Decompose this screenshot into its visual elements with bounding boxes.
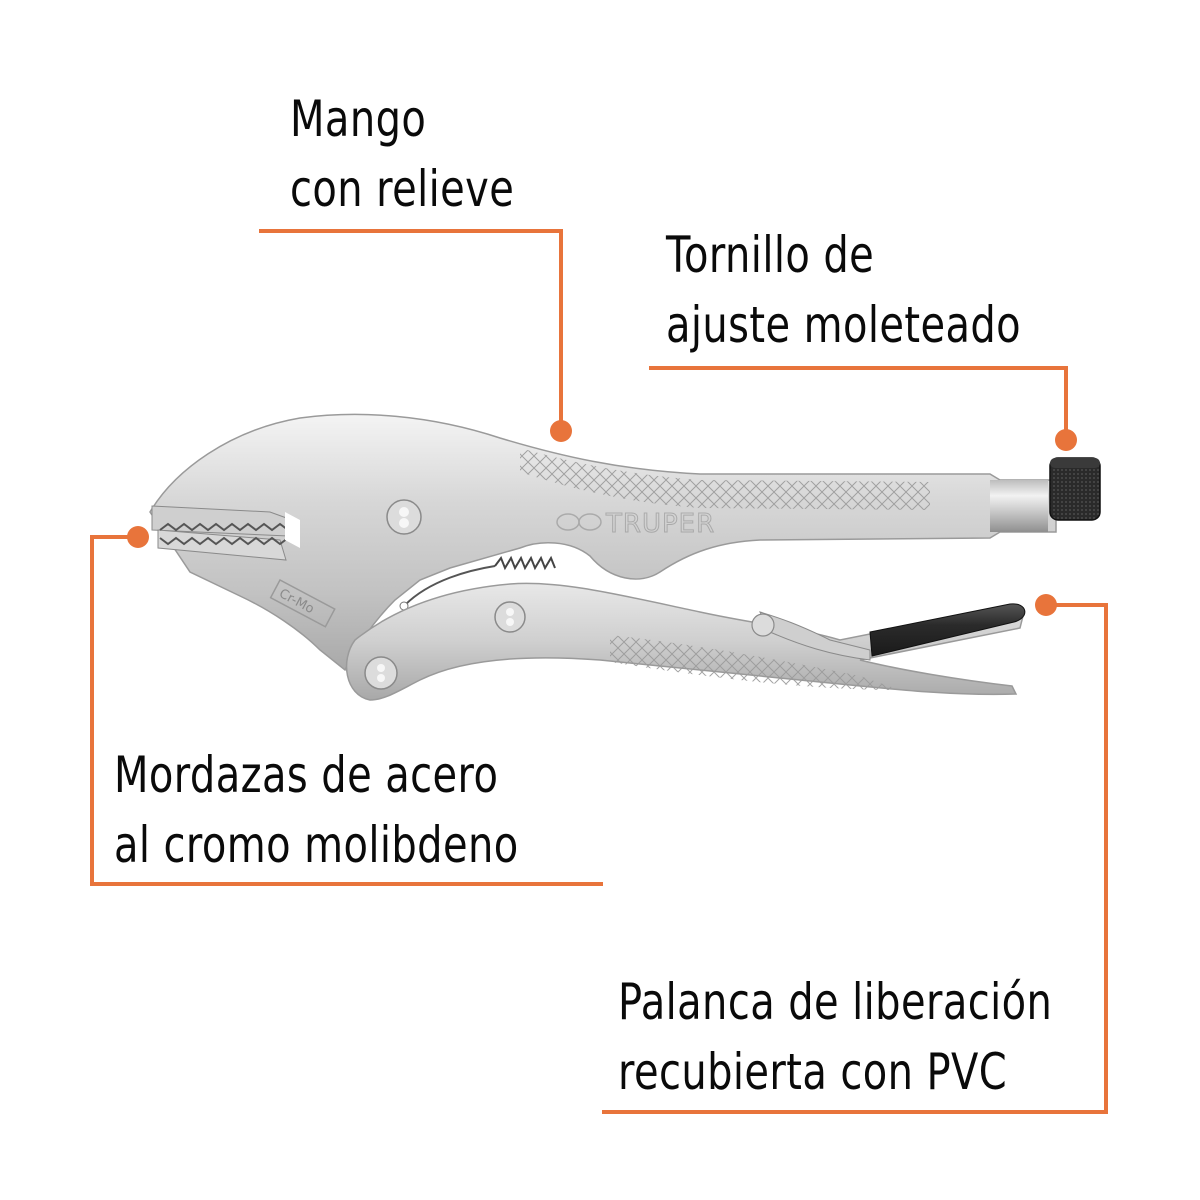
callout-dot-tornillo [1055,429,1077,451]
leader-dots [127,420,1077,616]
svg-text:TRUPER: TRUPER [605,509,715,539]
callout-line: ajuste moleteado [666,296,1022,354]
callout-line: Palanca de liberación [618,973,1053,1031]
release-lever [759,603,1026,661]
callout-dot-mordazas [127,526,149,548]
callout-line: Mordazas de acero [114,746,499,804]
callout-label-palanca: Palanca de liberación recubierta con PVC [618,967,1052,1107]
callout-dot-palanca [1035,594,1057,616]
adjustment-screw-icon [1049,457,1101,521]
callout-label-tornillo: Tornillo de ajuste moleteado [666,220,1021,360]
adjustment-tube [990,480,1048,532]
callout-label-mango: Mango con relieve [290,84,514,224]
spring [399,555,556,611]
leader-lines [90,229,1108,1114]
callout-line: Tornillo de [666,226,875,284]
leader-line-mango [259,229,563,431]
rivets [364,499,775,690]
callout-line: con relieve [290,160,515,218]
callout-line: Mango [290,90,427,148]
callout-line: al cromo molibdeno [114,816,519,874]
leader-line-tornillo [649,366,1068,440]
leader-line-palanca [602,603,1108,1114]
truper-logo: TRUPER [556,509,715,540]
leader-line-mordazas [90,535,603,886]
serrated-jaws [151,505,300,561]
callout-dot-mango [550,420,572,442]
callout-line: recubierta con PVC [618,1043,1008,1101]
callout-label-mordazas: Mordazas de acero al cromo molibdeno [114,740,519,880]
